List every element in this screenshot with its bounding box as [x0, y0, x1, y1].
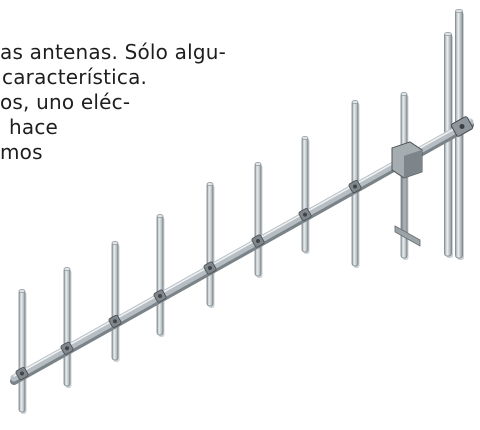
element-rod-cap	[111, 241, 119, 245]
element-rod-cap	[301, 136, 309, 140]
element-rod-cap	[351, 100, 359, 104]
clamp-bolt	[256, 239, 260, 244]
bracket-foot	[394, 225, 421, 247]
antenna-elements	[18, 9, 464, 414]
element-rod	[111, 241, 119, 361]
element-rod	[156, 214, 164, 336]
clamp-bolt	[208, 265, 212, 270]
clamp-bolt	[65, 346, 69, 351]
clamp-bolt	[20, 371, 24, 376]
clamp-bolt	[158, 294, 162, 299]
text-line-5: mos	[0, 140, 43, 164]
element-rod	[206, 182, 214, 307]
text-line-4: hace	[9, 115, 59, 139]
element-rod-cap	[206, 182, 214, 186]
text-line-3: os, uno eléc-	[0, 90, 131, 114]
mast-clamp-bolt	[459, 123, 465, 129]
element-rod-cap	[18, 289, 26, 293]
element-rod-cap	[455, 9, 463, 13]
element-rod-cap	[444, 32, 452, 36]
clamp-bolt	[353, 184, 357, 189]
paragraph-text: as antenas. Sólo algu- característica. o…	[0, 40, 330, 165]
element-rod	[63, 267, 71, 387]
text-line-1: as antenas. Sólo algu-	[0, 40, 227, 64]
clamp-bolt	[303, 212, 307, 217]
element-rod	[444, 32, 452, 257]
element-rod-cap	[63, 267, 71, 271]
element-rod-cap	[254, 162, 262, 166]
element-rod	[18, 289, 26, 413]
element-rod	[254, 162, 262, 277]
element-rod-cap	[400, 92, 408, 96]
antenna-mast	[391, 116, 474, 247]
element-rod-cap	[156, 214, 164, 218]
clamp-bolt	[113, 319, 117, 324]
text-line-2: característica.	[2, 65, 148, 89]
element-rod	[301, 136, 309, 253]
driven-element-box-side	[404, 149, 422, 178]
